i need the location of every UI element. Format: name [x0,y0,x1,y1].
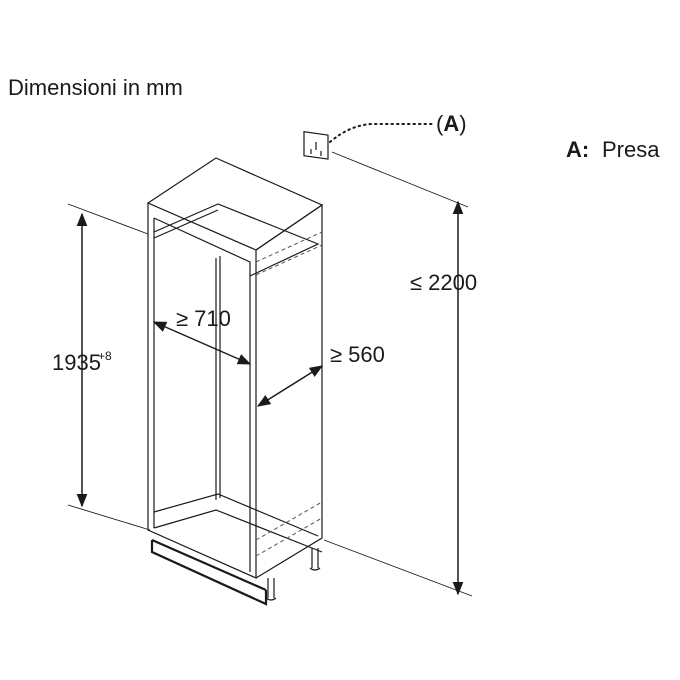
socket-height-value: ≤ 2200 [410,270,477,295]
height-value: 1935 [52,350,101,375]
callout-marker: (A) [436,111,467,136]
legend-key: A: [566,137,589,162]
height-dimension: 1935 +8 [52,203,151,531]
depth-value: ≥ 560 [330,342,385,367]
legend-text: Presa [602,137,660,162]
width-value: ≥ 710 [176,306,231,331]
legend: A: Presa [566,137,660,162]
socket-height-dimension: ≤ 2200 [323,151,477,597]
depth-dimension: ≥ 560 [256,342,385,407]
socket-icon [303,131,329,160]
height-tolerance: +8 [98,349,112,363]
diagram-title: Dimensioni in mm [8,75,183,100]
cabinet [146,157,324,606]
callout-leader [329,123,433,143]
width-dimension: ≥ 710 [152,306,252,365]
